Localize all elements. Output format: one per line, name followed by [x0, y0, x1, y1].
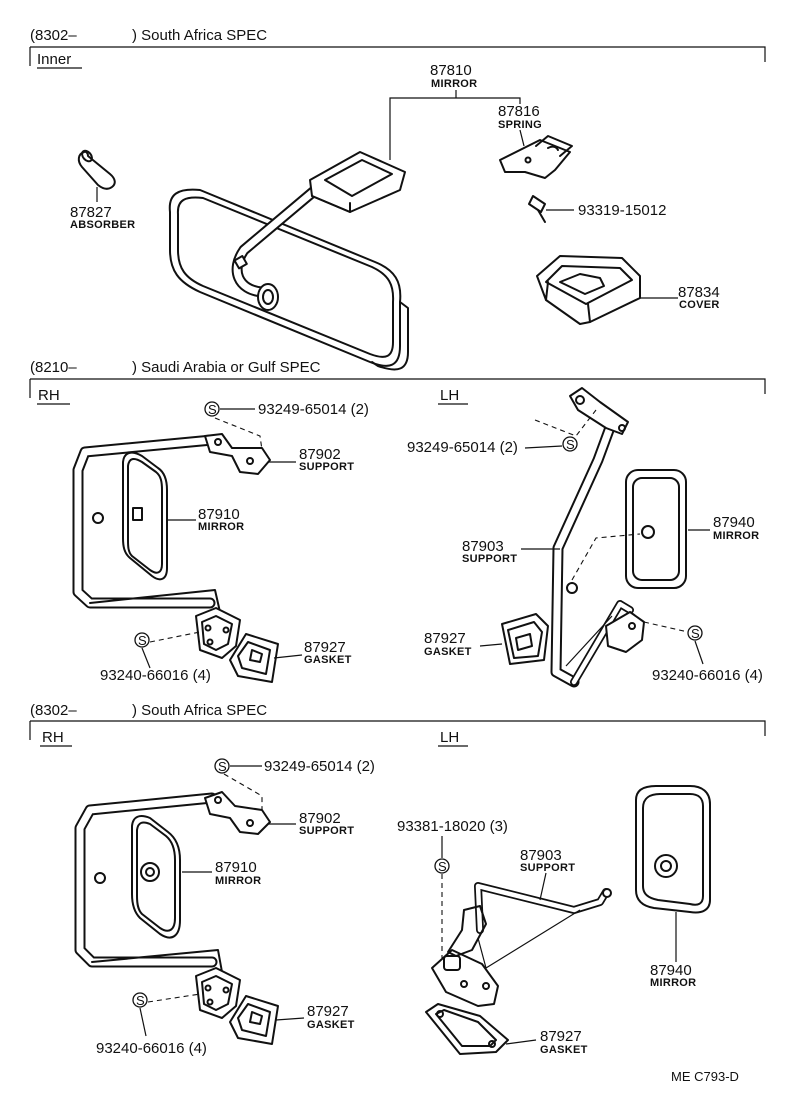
part-number-87927-lh-s2: 87927: [424, 630, 466, 647]
svg-text:S: S: [691, 626, 700, 641]
s3-lh-mirror-assembly: [425, 785, 711, 1055]
part-number-93381-18020: 93381-18020 (3): [397, 818, 508, 835]
part-name-support-87902-s2: SUPPORT: [299, 461, 354, 473]
screw-93319: [528, 195, 546, 223]
part-number-87903-s3: 87903: [520, 847, 562, 864]
part-number-87810: 87810: [430, 62, 472, 79]
part-name-support-87903-s3: SUPPORT: [520, 862, 575, 874]
part-number-93240-66016-lh: 93240-66016 (4): [652, 667, 763, 684]
section-inner-mirror: (8302– ) South Africa SPEC Inner 87810 M…: [29, 27, 766, 371]
part-name-gasket-lh-s3: GASKET: [540, 1044, 588, 1056]
absorber-part: [77, 149, 116, 190]
spring-part: [499, 135, 573, 179]
part-number-87927-rh-s2: 87927: [304, 639, 346, 656]
part-number-93249-65014-rh-s3: 93249-65014 (2): [264, 758, 375, 775]
section-2-frame: [30, 378, 766, 394]
inner-rear-view-mirror: [168, 151, 409, 371]
part-number-87903-s2: 87903: [462, 538, 504, 555]
part-name-absorber: ABSORBER: [70, 219, 135, 231]
part-number-93240-66016-rh: 93240-66016 (4): [100, 667, 211, 684]
s2-rh-screw-symbol-top: [204, 401, 220, 417]
part-name-mirror-87910-s2: MIRROR: [198, 521, 244, 533]
s3-rh-screw-symbol-top: [214, 758, 230, 774]
s2-lh-screw-symbol-top: [562, 436, 578, 452]
drawing-code: ME C793-D: [671, 1069, 739, 1084]
part-number-87927-rh-s3: 87927: [307, 1003, 349, 1020]
part-number-87902-s2: 87902: [299, 446, 341, 463]
section-1-tag-inner: Inner: [37, 51, 71, 68]
s2-rh-mirror-assembly: [72, 433, 279, 683]
svg-text:S: S: [218, 759, 227, 774]
svg-text:S: S: [136, 993, 145, 1008]
section-1-spec: ) South Africa SPEC: [132, 27, 267, 44]
svg-text:S: S: [438, 859, 447, 874]
part-number-87940-s3: 87940: [650, 962, 692, 979]
section-3-frame: [30, 720, 766, 736]
svg-text:S: S: [138, 633, 147, 648]
section-1-frame: [30, 46, 766, 62]
part-name-mirror-87910-s3: MIRROR: [215, 875, 261, 887]
part-number-93319-15012: 93319-15012: [578, 202, 666, 219]
part-number-87927-lh-s3: 87927: [540, 1028, 582, 1045]
part-name-cover: COVER: [679, 299, 720, 311]
part-name-mirror-87940-s2: MIRROR: [713, 530, 759, 542]
part-name-mirror-87940-s3: MIRROR: [650, 977, 696, 989]
section-3-spec: ) South Africa SPEC: [132, 702, 267, 719]
section-2-tag-lh: LH: [440, 387, 459, 404]
part-name-support-87903-s2: SUPPORT: [462, 553, 517, 565]
part-number-87816: 87816: [498, 103, 540, 120]
part-name-support-87902-s3: SUPPORT: [299, 825, 354, 837]
cover-part: [536, 255, 641, 325]
s2-lh-mirror-assembly: [501, 387, 687, 688]
s3-rh-screw-symbol-bottom: [132, 992, 148, 1008]
svg-text:S: S: [566, 437, 575, 452]
svg-text:S: S: [208, 402, 217, 417]
part-name-spring: SPRING: [498, 119, 542, 131]
section-2-code: (8210–: [30, 359, 77, 376]
part-number-93249-65014-rh: 93249-65014 (2): [258, 401, 369, 418]
section-2-spec: ) Saudi Arabia or Gulf SPEC: [132, 359, 321, 376]
s2-rh-screw-symbol-bottom: [134, 632, 150, 648]
part-number-87910-s2: 87910: [198, 506, 240, 523]
part-name-mirror: MIRROR: [431, 78, 477, 90]
part-number-87827: 87827: [70, 204, 112, 221]
section-1-code: (8302–: [30, 27, 77, 44]
part-number-87940-s2: 87940: [713, 514, 755, 531]
s2-lh-screw-symbol-bottom: [687, 625, 703, 641]
section-3-tag-rh: RH: [42, 729, 64, 746]
section-3-code: (8302–: [30, 702, 77, 719]
section-saudi-gulf: (8210– ) Saudi Arabia or Gulf SPEC RH LH: [29, 359, 766, 688]
part-number-93249-65014-lh: 93249-65014 (2): [407, 439, 518, 456]
part-name-gasket-lh-s2: GASKET: [424, 646, 472, 658]
section-2-tag-rh: RH: [38, 387, 60, 404]
section-south-africa-outer: (8302– ) South Africa SPEC RH LH: [29, 702, 766, 1057]
part-name-gasket-rh-s2: GASKET: [304, 654, 352, 666]
part-number-87834: 87834: [678, 284, 720, 301]
s3-rh-mirror-assembly: [74, 791, 279, 1045]
part-number-93240-66016-rh-s3: 93240-66016 (4): [96, 1040, 207, 1057]
s3-lh-screw-symbol: [434, 858, 450, 874]
part-number-87910-s3: 87910: [215, 859, 257, 876]
part-name-gasket-rh-s3: GASKET: [307, 1019, 355, 1031]
section-3-tag-lh: LH: [440, 729, 459, 746]
part-number-87902-s3: 87902: [299, 810, 341, 827]
